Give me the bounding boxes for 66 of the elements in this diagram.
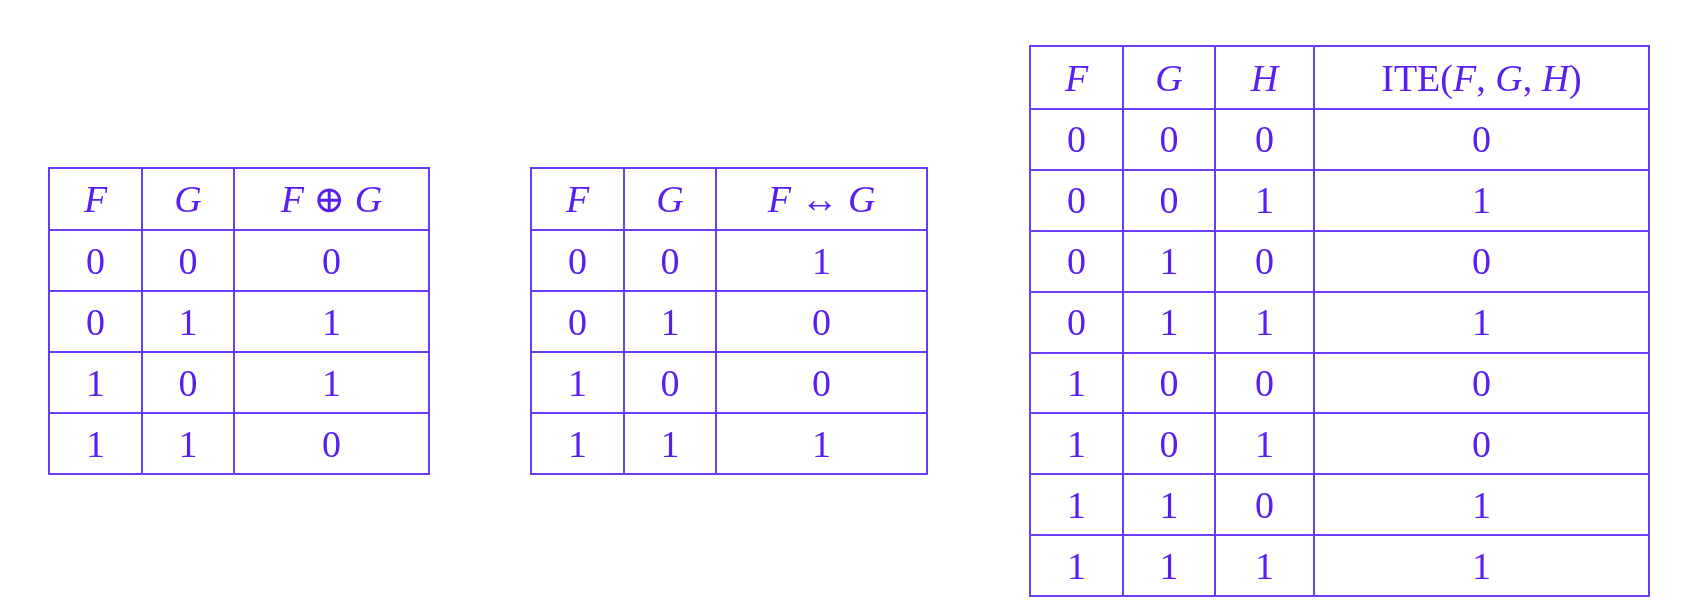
table-cell: 1 [1030,352,1123,414]
header-cell: F [49,168,142,230]
table-cell: 0 [1215,230,1314,292]
table-cell: 1 [1215,169,1314,231]
table-cell: 1 [1030,474,1123,536]
table-cell: 1 [1030,413,1123,475]
table-cell: 1 [624,413,716,474]
table-cell: 0 [1123,109,1215,170]
table-cell: 1 [531,352,624,413]
table-cell: 0 [1030,169,1123,231]
table-cell: 0 [1030,230,1123,292]
table-cell: 0 [1215,109,1314,170]
table-cell: 0 [1123,352,1215,414]
table-cell: 0 [1030,291,1123,353]
table-cell: 0 [1215,352,1314,414]
table-cell: 1 [1314,291,1649,353]
table-cell: 1 [142,291,234,352]
table-cell: 0 [624,352,716,413]
table-cell: 1 [1314,169,1649,231]
table-cell: 0 [1314,413,1649,475]
table-cell: 0 [1215,474,1314,536]
table-cell: 0 [1030,109,1123,170]
table-cell: 1 [1215,291,1314,353]
table-cell: 1 [716,413,927,474]
table-cell: 0 [1123,413,1215,475]
table-cell: 1 [1215,535,1314,597]
header-cell: ITE(F, G, H) [1314,46,1649,109]
table-cell: 0 [531,291,624,352]
table-cell: 1 [1215,413,1314,475]
table-cell: 0 [49,291,142,352]
table-cell: 0 [1314,352,1649,414]
table-cell: 1 [49,413,142,474]
header-cell: F ⊕ G [234,168,429,230]
table-cell: 0 [1314,109,1649,170]
table-cell: 0 [716,291,927,352]
table-cell: 1 [1123,291,1215,353]
header-cell: F ↔ G [716,168,927,230]
header-cell: F [1030,46,1123,109]
table-cell: 1 [1030,535,1123,597]
table-cell: 1 [142,413,234,474]
table-cell: 1 [1123,474,1215,536]
header-cell: F [531,168,624,230]
header-cell: G [142,168,234,230]
table-cell: 1 [531,413,624,474]
table-cell: 1 [1314,535,1649,597]
table-cell: 1 [1314,474,1649,536]
table-cell: 1 [716,230,927,291]
table-cell: 0 [624,230,716,291]
table-cell: 1 [234,352,429,413]
table-cell: 0 [49,230,142,291]
table-cell: 0 [716,352,927,413]
table-cell: 0 [142,230,234,291]
table-cell: 1 [1123,535,1215,597]
table-cell: 1 [624,291,716,352]
header-cell: G [1123,46,1215,109]
table-cell: 0 [234,413,429,474]
table-cell: 0 [1123,169,1215,231]
table-cell: 0 [1314,230,1649,292]
table-cell: 0 [142,352,234,413]
header-cell: H [1215,46,1314,109]
table-cell: 1 [234,291,429,352]
table-cell: 1 [49,352,142,413]
table-cell: 0 [234,230,429,291]
header-cell: G [624,168,716,230]
table-cell: 0 [531,230,624,291]
table-cell: 1 [1123,230,1215,292]
